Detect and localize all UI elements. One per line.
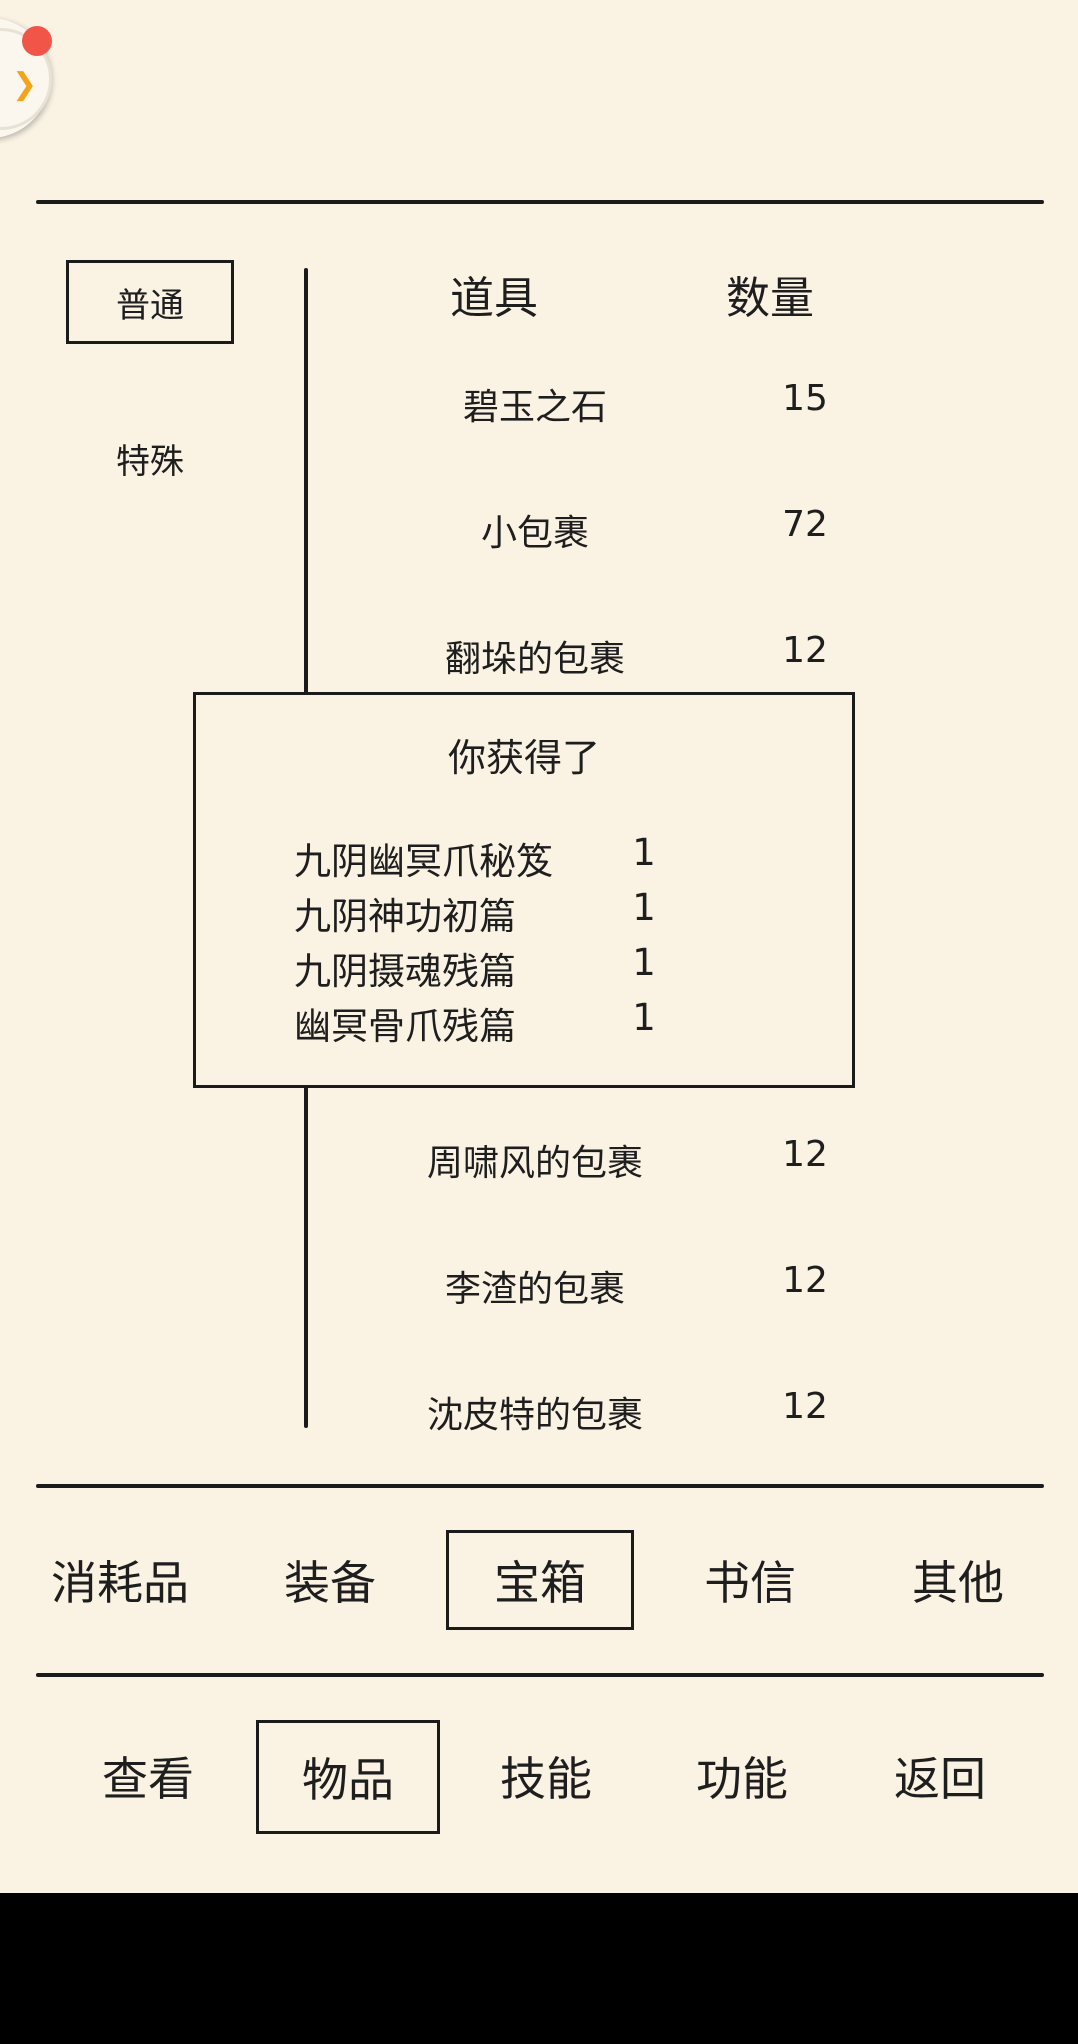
list-item[interactable]: 李渣的包裹 12 [330, 1260, 890, 1320]
notification-dot-icon [22, 26, 52, 56]
item-list[interactable]: 碧玉之石 15 小包裹 72 翻垛的包裹 12 周啸风的包裹 12 李渣的包裹 [310, 360, 930, 1436]
reward-name: 九阴神功初篇 [294, 895, 516, 938]
list-item[interactable]: 翻垛的包裹 12 [330, 630, 890, 690]
item-name: 沈皮特的包裹 [426, 1395, 643, 1436]
tab-label: 书信 [704, 1556, 796, 1610]
sub-tab-label: 特殊 [116, 441, 184, 482]
reward-item: 九阴神功初篇 1 [294, 886, 734, 938]
item-name: 小包裹 [480, 513, 589, 554]
tab-label: 消耗品 [51, 1556, 189, 1610]
reward-name: 九阴摄魂残篇 [294, 950, 516, 993]
tab-label: 宝箱 [494, 1556, 586, 1610]
nav-view[interactable]: 查看 [58, 1726, 238, 1826]
sub-tab-special[interactable]: 特殊 [66, 416, 234, 500]
header-qty: 数量 [726, 273, 814, 324]
nav-items[interactable]: 物品 [256, 1720, 440, 1834]
category-divider-top [36, 1484, 1044, 1488]
popup-title: 你获得了 [447, 736, 600, 780]
tab-treasure-chest[interactable]: 宝箱 [446, 1530, 634, 1630]
item-name: 碧玉之石 [462, 387, 607, 428]
list-item[interactable]: 碧玉之石 15 [330, 378, 890, 438]
list-item[interactable]: 周啸风的包裹 12 [330, 1134, 890, 1194]
reward-item: 九阴摄魂残篇 1 [294, 941, 734, 993]
list-item[interactable]: 沈皮特的包裹 12 [330, 1386, 890, 1446]
item-qty: 72 [782, 504, 828, 545]
bottom-black-bar [0, 1893, 1078, 2044]
item-name: 周啸风的包裹 [426, 1143, 643, 1184]
tab-label: 其他 [912, 1556, 1004, 1610]
reward-name: 九阴幽冥爪秘笈 [294, 840, 553, 883]
nav-functions[interactable]: 功能 [652, 1726, 832, 1826]
item-name: 翻垛的包裹 [444, 639, 625, 680]
reward-qty: 1 [632, 886, 656, 929]
item-qty: 15 [782, 378, 828, 419]
item-qty: 12 [782, 1386, 828, 1427]
nav-back[interactable]: 返回 [850, 1726, 1030, 1826]
item-qty: 12 [782, 630, 828, 671]
list-item[interactable]: 小包裹 72 [330, 504, 890, 564]
item-qty: 12 [782, 1260, 828, 1301]
tab-equipment[interactable]: 装备 [240, 1530, 420, 1630]
nav-label: 查看 [102, 1752, 194, 1806]
floating-assist-ball[interactable]: ❯ [0, 18, 52, 138]
sub-tab-normal[interactable]: 普通 [66, 260, 234, 344]
reward-item: 九阴幽冥爪秘笈 1 [294, 831, 734, 883]
sub-tab-label: 普通 [116, 285, 184, 326]
nav-label: 功能 [696, 1752, 788, 1806]
nav-label: 物品 [302, 1753, 394, 1807]
nav-divider-top [36, 1673, 1044, 1677]
reward-qty: 1 [632, 996, 656, 1039]
nav-label: 技能 [500, 1752, 592, 1806]
nav-label: 返回 [894, 1752, 986, 1806]
reward-qty: 1 [632, 941, 656, 984]
item-name: 李渣的包裹 [444, 1269, 625, 1310]
tab-consumables[interactable]: 消耗品 [30, 1530, 210, 1630]
nav-skills[interactable]: 技能 [456, 1726, 636, 1826]
header-item: 道具 [450, 273, 538, 324]
reward-name: 幽冥骨爪残篇 [294, 1005, 516, 1048]
tab-letters[interactable]: 书信 [660, 1530, 840, 1630]
chevron-right-icon: ❯ [12, 67, 38, 102]
top-divider [36, 200, 1044, 204]
reward-qty: 1 [632, 831, 656, 874]
reward-popup[interactable]: 你获得了 九阴幽冥爪秘笈 1 九阴神功初篇 1 九阴摄魂残篇 1 幽冥骨爪残篇 … [193, 692, 855, 1088]
tab-others[interactable]: 其他 [868, 1530, 1048, 1630]
game-screen: ❯ 普通 特殊 道具 数量 碧玉之石 15 小包裹 72 翻垛的包裹 12 [0, 0, 1078, 1893]
reward-item: 幽冥骨爪残篇 1 [294, 996, 734, 1048]
item-qty: 12 [782, 1134, 828, 1175]
tab-label: 装备 [284, 1556, 376, 1610]
